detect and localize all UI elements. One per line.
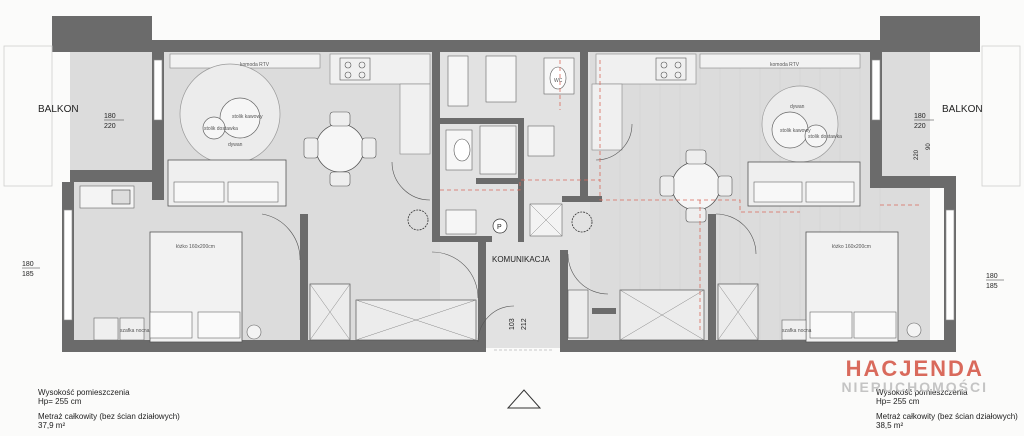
cooktop-right-icon — [655, 57, 687, 81]
right-apartment — [485, 53, 922, 343]
kitchen-counter-left — [329, 53, 431, 85]
nightstand-left-2 — [119, 317, 145, 341]
bed-label-left: łóżko 160x200cm — [176, 244, 215, 250]
table-label-right-a: stolik kawowy — [780, 128, 811, 134]
side-table-left — [202, 116, 226, 140]
washing-machine — [447, 55, 469, 107]
tv-console-right — [699, 53, 861, 69]
dim-212: 212 — [521, 318, 528, 330]
dim-180-right-top: 180 — [914, 113, 926, 120]
dim-180-left-top: 180 — [104, 113, 116, 120]
info-right-line2: Hp= 255 cm — [876, 397, 920, 406]
info-left-line1: Wysokość pomieszczenia — [38, 388, 130, 397]
cooktop-icon — [339, 57, 371, 81]
toilet-left — [453, 138, 471, 162]
dim-180-left-mid: 180 — [22, 261, 34, 268]
dim-220-left-top: 220 — [104, 123, 116, 130]
balkon-right-label: BALKON — [942, 104, 983, 115]
balkon-left-label: BALKON — [38, 104, 79, 115]
windows — [63, 59, 955, 321]
logo: HACJENDA NIERUCHOMOŚCI — [841, 356, 988, 395]
p-symbol-label: P — [497, 224, 502, 231]
logo-line1: HACJENDA — [845, 356, 984, 381]
info-right: Wysokość pomieszczenia Hp= 255 cm Metraż… — [876, 388, 1018, 430]
dim-103: 103 — [509, 318, 516, 330]
rug-label-right: dywan — [790, 104, 805, 110]
info-left-line2: Hp= 255 cm — [38, 397, 82, 406]
walls — [52, 16, 980, 352]
nightstand-left-1 — [93, 317, 119, 341]
orientation-triangle-icon — [506, 389, 542, 409]
tv-label-left: komoda RTV — [240, 62, 270, 68]
dimension-lines — [22, 119, 1004, 281]
left-apartment — [79, 53, 517, 343]
balconies — [3, 45, 1021, 187]
info-right-line3: Metraż całkowity (bez ścian działowych) — [876, 412, 1018, 421]
dim-220-vert: 220 — [914, 149, 920, 160]
plant-icon — [407, 209, 429, 231]
dining-table-left — [315, 123, 365, 173]
tv-label-right: komoda RTV — [770, 62, 800, 68]
rug-label-left: dywan — [228, 142, 243, 148]
info-right-line4: 38,5 m² — [876, 421, 904, 430]
info-left-line3: Metraż całkowity (bez ścian działowych) — [38, 412, 180, 421]
dining-table-right — [671, 161, 721, 211]
table-label-left-a: stolik kawowy — [232, 114, 263, 120]
nightstand-label-right: szafka nocna — [782, 328, 812, 334]
logo-line2: NIERUCHOMOŚCI — [841, 379, 988, 395]
komunikacja-label: KOMUNIKACJA — [492, 255, 550, 264]
side-table-right — [804, 124, 828, 148]
monitor-icon — [111, 189, 131, 205]
kitchen-side-left — [399, 83, 431, 155]
table-label-right-b: stolik dostawka — [808, 134, 842, 140]
dim-185-left-mid: 185 — [22, 271, 34, 278]
coffee-table-left — [219, 97, 261, 139]
dim-185-right-mid: 185 — [986, 283, 998, 290]
toilet-right — [549, 66, 567, 90]
p-symbol-circle — [492, 218, 508, 234]
dim-180-right-mid: 180 — [986, 273, 998, 280]
info-left-line4: 37,9 m² — [38, 421, 66, 430]
info-left: Wysokość pomieszczenia Hp= 255 cm Metraż… — [38, 388, 180, 430]
bed-label-right: łóżko 160x200cm — [832, 244, 871, 250]
kitchen-counter-right — [595, 53, 697, 85]
dim-220-right-top: 220 — [914, 123, 926, 130]
nightstand-label-left: szafka nocna — [120, 328, 150, 334]
dim-90: 90 — [926, 143, 932, 150]
wc-label: WC — [554, 78, 563, 84]
nightstand-right — [781, 319, 807, 341]
installation-lines — [440, 60, 920, 330]
plant-right-icon — [571, 211, 593, 233]
info-right-line1: Wysokość pomieszczenia — [876, 388, 968, 397]
table-label-left-b: stolik dostawka — [204, 126, 238, 132]
